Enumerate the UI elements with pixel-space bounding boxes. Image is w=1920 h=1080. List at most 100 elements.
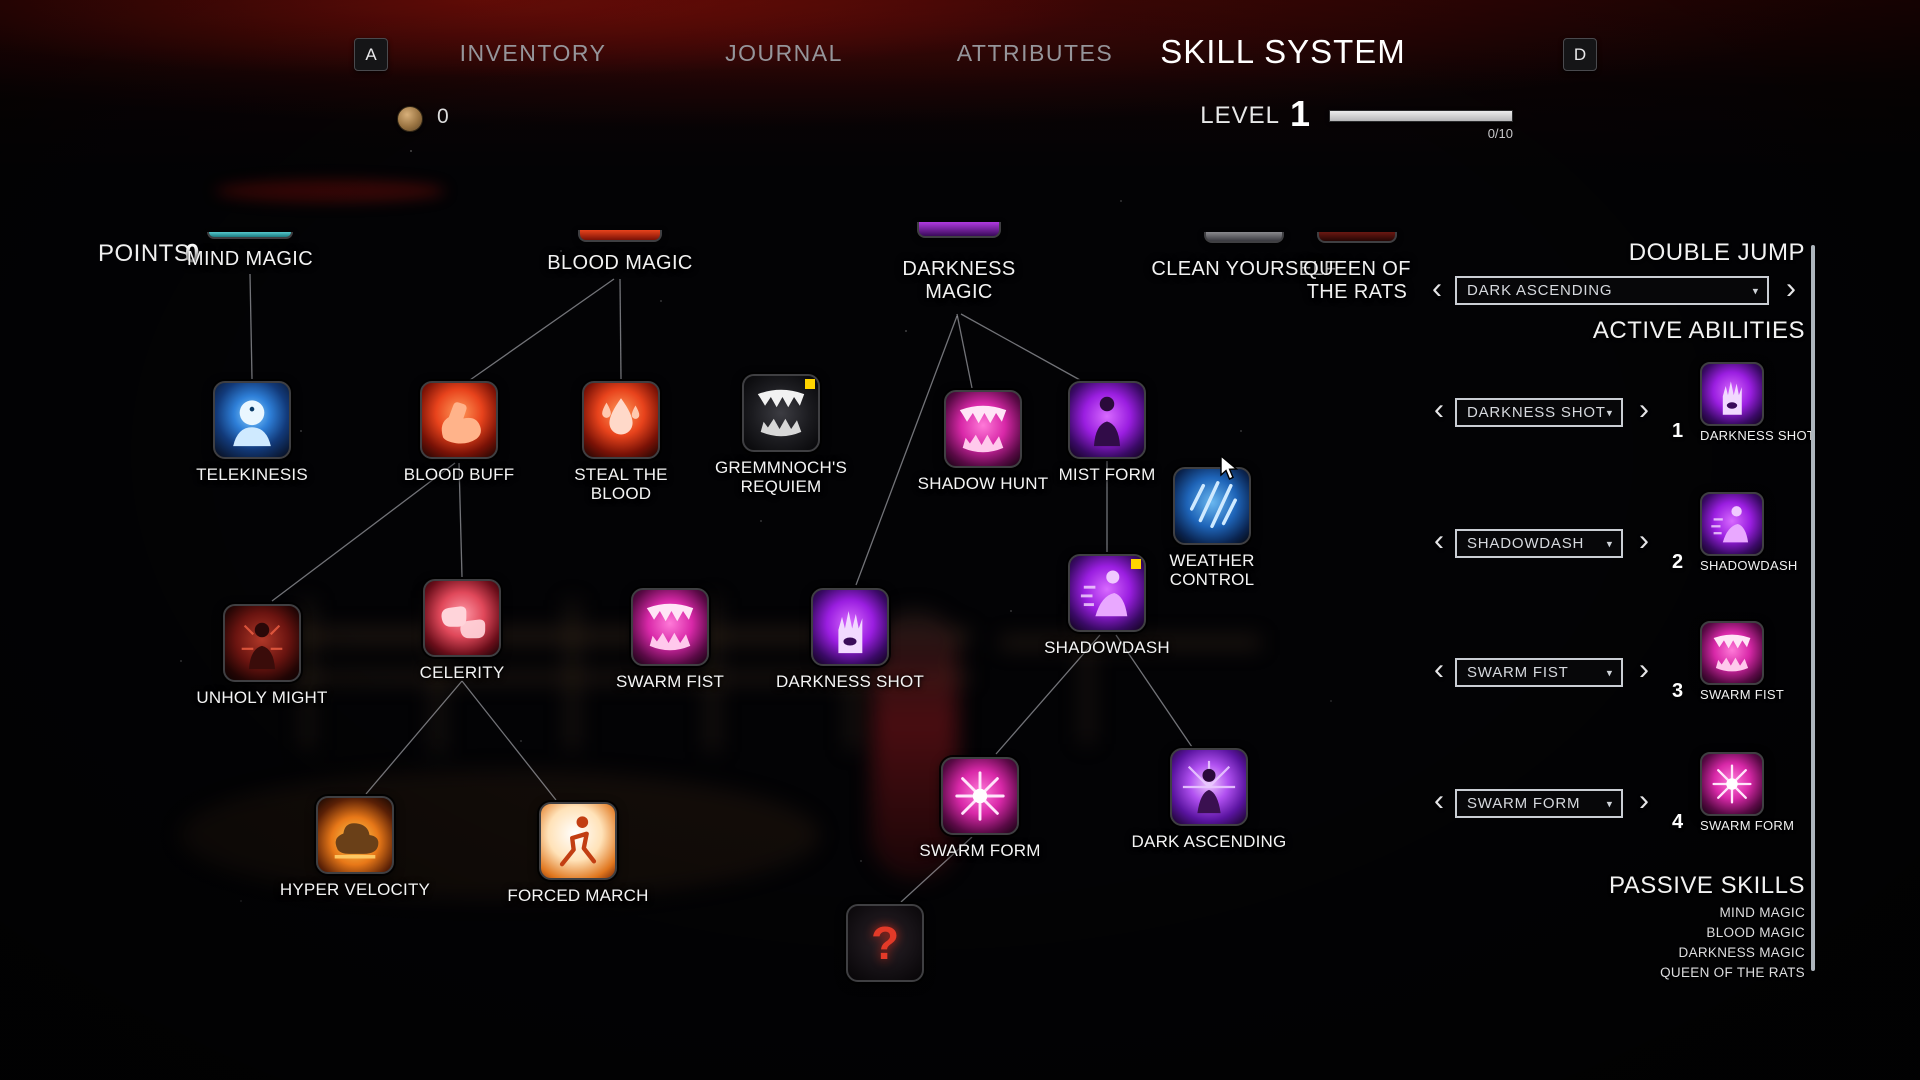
tab-attributes[interactable]: ATTRIBUTES [956, 40, 1114, 66]
skill-label: SWARM FORM [919, 841, 1041, 860]
skill-label: HYPER VELOCITY [279, 880, 431, 899]
passive-mind-magic: MIND MAGIC [1719, 905, 1805, 920]
unknown-skill-icon: ? [846, 904, 924, 982]
skill-label: DARKNESS SHOT [775, 672, 925, 691]
slot3-label: SWARM FIST [1700, 687, 1785, 702]
slot1-select[interactable]: DARKNESS SHOT ▾ [1455, 398, 1623, 427]
skill-node-forced-march[interactable]: FORCED MARCH [507, 802, 648, 905]
skill-node-dark-ascending[interactable]: DARK ASCENDING [1132, 748, 1286, 851]
blood-buff-icon [420, 381, 498, 459]
points-value: 0 [185, 238, 200, 268]
celerity-icon [423, 579, 501, 657]
caret-down-icon: ▾ [1606, 538, 1613, 550]
double-jump-next-chevron-icon[interactable]: › [1786, 272, 1796, 305]
slot1-next-chevron-icon[interactable]: › [1639, 393, 1649, 426]
new-skill-badge [805, 379, 815, 389]
skill-label: SHADOWDASH [1044, 638, 1170, 657]
tab-skill-system[interactable]: SKILL SYSTEM [1160, 33, 1406, 70]
skill-label: STEAL THE BLOOD [574, 465, 668, 504]
caret-down-icon: ▾ [1606, 798, 1613, 810]
level-value: 1 [1290, 93, 1311, 134]
slot4-prev-chevron-icon[interactable]: ‹ [1434, 784, 1444, 817]
passive-skills-heading: PASSIVE SKILLS [1609, 872, 1805, 899]
slot4-next-chevron-icon[interactable]: › [1639, 784, 1649, 817]
double-jump-select[interactable]: DARK ASCENDING ▾ [1455, 276, 1769, 305]
skill-node-swarm-fist[interactable]: SWARM FIST [616, 588, 724, 691]
double-jump-heading: DOUBLE JUMP [1628, 239, 1805, 266]
slot1-prev-chevron-icon[interactable]: ‹ [1434, 393, 1444, 426]
caret-down-icon: ▾ [1606, 407, 1613, 419]
shadowdash-icon [1068, 554, 1146, 632]
red-glow-decoration [215, 180, 445, 202]
skill-node-unholy-might[interactable]: UNHOLY MIGHT [196, 604, 327, 707]
skill-label: GREMMNOCH'S REQUIEM [715, 458, 847, 497]
skill-node-darkness-shot[interactable]: DARKNESS SHOT [776, 588, 924, 691]
slot1-label: DARKNESS SHOT [1700, 428, 1816, 443]
slot1-darkness-shot-icon[interactable] [1700, 362, 1764, 426]
coin-icon [397, 106, 423, 132]
darkness-shot-icon [811, 588, 889, 666]
category-queen-of-the-rats: QUEEN OF THE RATS [1303, 258, 1411, 303]
skill-node-celerity[interactable]: CELERITY [420, 579, 504, 682]
skill-node-mist-form[interactable]: MIST FORM [1059, 381, 1155, 484]
skill-node-steal-the-blood[interactable]: STEAL THE BLOOD [574, 381, 668, 503]
skill-node-telekinesis[interactable]: TELEKINESIS [196, 381, 308, 484]
active-abilities-heading: ACTIVE ABILITIES [1592, 317, 1805, 344]
slot2-next-chevron-icon[interactable]: › [1639, 524, 1649, 557]
points-label: POINTS [98, 240, 191, 267]
skill-node-shadow-hunt[interactable]: SHADOW HUNT [918, 390, 1048, 493]
skill-node-hyper-velocity[interactable]: HYPER VELOCITY [280, 796, 430, 899]
skill-node-shadowdash[interactable]: SHADOWDASH [1044, 554, 1170, 657]
new-skill-badge [1131, 559, 1141, 569]
skill-node-gremmnochs-requiem[interactable]: GREMMNOCH'S REQUIEM [715, 374, 847, 496]
skill-node-unknown[interactable]: ? [846, 904, 924, 982]
clean-yourself-icon-cut[interactable] [1204, 232, 1284, 243]
slot3-select[interactable]: SWARM FIST ▾ [1455, 658, 1623, 687]
forced-march-icon [539, 802, 617, 880]
slot3-prev-chevron-icon[interactable]: ‹ [1434, 653, 1444, 686]
prev-tab-key-hint[interactable]: A [354, 38, 388, 71]
skill-node-swarm-form[interactable]: SWARM FORM [919, 757, 1040, 860]
xp-progress-bar [1329, 110, 1513, 122]
unholy-might-icon [223, 604, 301, 682]
hyper-velocity-icon [316, 796, 394, 874]
slot2-value: SHADOWDASH [1467, 535, 1585, 552]
top-red-gradient [0, 0, 1920, 170]
slot3-swarm-fist-icon[interactable] [1700, 621, 1764, 685]
skill-label: DARK ASCENDING [1131, 832, 1287, 851]
passive-queen-of-the-rats: QUEEN OF THE RATS [1660, 965, 1805, 980]
queen-of-the-rats-icon-cut[interactable] [1317, 232, 1397, 243]
double-jump-prev-chevron-icon[interactable]: ‹ [1432, 272, 1442, 305]
level-label: LEVEL [1200, 102, 1280, 129]
gremmnochs-requiem-icon [742, 374, 820, 452]
next-tab-key-hint[interactable]: D [1563, 38, 1597, 71]
slot4-select[interactable]: SWARM FORM ▾ [1455, 789, 1623, 818]
snow-particles [0, 0, 2, 2]
slot3-value: SWARM FIST [1467, 664, 1569, 681]
skill-node-blood-buff[interactable]: BLOOD BUFF [404, 381, 514, 484]
slot3-next-chevron-icon[interactable]: › [1639, 653, 1649, 686]
shadow-hunt-icon [944, 390, 1022, 468]
skill-label: WEATHER CONTROL [1169, 551, 1255, 590]
tab-journal[interactable]: JOURNAL [725, 40, 843, 66]
slot2-select[interactable]: SHADOWDASH ▾ [1455, 529, 1623, 558]
tab-inventory[interactable]: INVENTORY [459, 40, 607, 66]
mind-magic-icon-cut[interactable] [207, 232, 293, 239]
passive-blood-magic: BLOOD MAGIC [1706, 925, 1805, 940]
blood-magic-icon-cut[interactable] [578, 230, 662, 242]
slot4-swarm-form-icon[interactable] [1700, 752, 1764, 816]
slot2-number: 2 [1672, 551, 1684, 573]
skill-node-weather-control[interactable]: WEATHER CONTROL [1169, 467, 1254, 589]
skill-label: UNHOLY MIGHT [196, 688, 328, 707]
panel-scrollbar[interactable] [1811, 245, 1815, 971]
slot2-prev-chevron-icon[interactable]: ‹ [1434, 524, 1444, 557]
slot4-label: SWARM FORM [1700, 818, 1795, 833]
slot2-shadowdash-icon[interactable] [1700, 492, 1764, 556]
skill-label: BLOOD BUFF [403, 465, 515, 484]
darkness-magic-icon-cut[interactable] [917, 222, 1001, 238]
slot1-value: DARKNESS SHOT [1467, 404, 1606, 421]
mist-form-icon [1068, 381, 1146, 459]
